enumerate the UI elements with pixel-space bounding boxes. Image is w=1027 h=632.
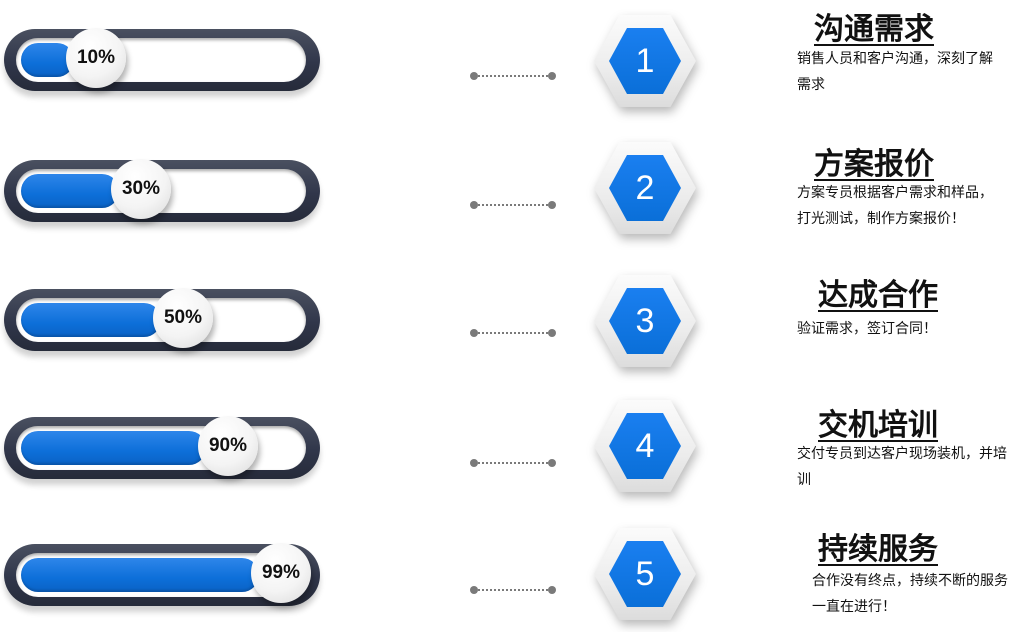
dotted-line-icon — [470, 585, 556, 595]
step-description: 合作没有终点，持续不断的服务一直在进行！ — [812, 573, 1008, 615]
step-description: 销售人员和客户沟通，深刻了解需求 — [797, 51, 993, 93]
progress-knob: 30% — [111, 159, 171, 219]
step-title: 交机培训 — [818, 408, 938, 443]
progress-knob: 99% — [251, 543, 311, 603]
progress-fill — [21, 431, 206, 465]
progress-knob: 90% — [198, 416, 258, 476]
step-row: 90% 4 交机培训 交付专员到达客户现场装机，并培训 — [0, 384, 1027, 504]
step-description: 交付专员到达客户现场装机，并培训 — [797, 446, 1007, 488]
progress-bar: 99% — [4, 543, 320, 606]
dotted-line-icon — [470, 458, 556, 468]
step-title: 方案报价 — [814, 147, 934, 182]
hexagon-icon: 1 — [594, 15, 696, 107]
dotted-line-icon — [470, 71, 556, 81]
progress-bar: 10% — [4, 28, 320, 91]
step-row: 50% 3 达成合作 验证需求，签订合同！ — [0, 256, 1027, 376]
hexagon-icon: 3 — [594, 275, 696, 367]
progress-fill — [21, 558, 259, 592]
progress-fill — [21, 43, 74, 77]
step-title: 持续服务 — [818, 532, 938, 567]
step-number: 5 — [609, 541, 681, 607]
step-row: 10% 1 沟通需求 销售人员和客户沟通，深刻了解需求 — [0, 0, 1027, 120]
hexagon-icon: 4 — [594, 400, 696, 492]
progress-bar: 30% — [4, 159, 320, 222]
step-description: 方案专员根据客户需求和样品，打光测试，制作方案报价！ — [797, 185, 993, 227]
step-number: 1 — [609, 28, 681, 94]
progress-knob: 10% — [66, 28, 126, 88]
step-title: 沟通需求 — [814, 12, 934, 47]
step-description: 验证需求，签订合同！ — [797, 321, 937, 337]
hexagon-icon: 5 — [594, 528, 696, 620]
step-number: 2 — [609, 155, 681, 221]
step-row: 30% 2 方案报价 方案专员根据客户需求和样品，打光测试，制作方案报价！ — [0, 129, 1027, 249]
step-number: 3 — [609, 288, 681, 354]
progress-bar: 50% — [4, 288, 320, 351]
progress-fill — [21, 303, 161, 337]
progress-bar: 90% — [4, 416, 320, 479]
step-number: 4 — [609, 413, 681, 479]
hexagon-icon: 2 — [594, 142, 696, 234]
step-row: 99% 5 持续服务 合作没有终点，持续不断的服务一直在进行！ — [0, 510, 1027, 630]
dotted-line-icon — [470, 328, 556, 338]
dotted-line-icon — [470, 200, 556, 210]
step-title: 达成合作 — [818, 278, 938, 313]
progress-knob: 50% — [153, 288, 213, 348]
progress-fill — [21, 174, 119, 208]
